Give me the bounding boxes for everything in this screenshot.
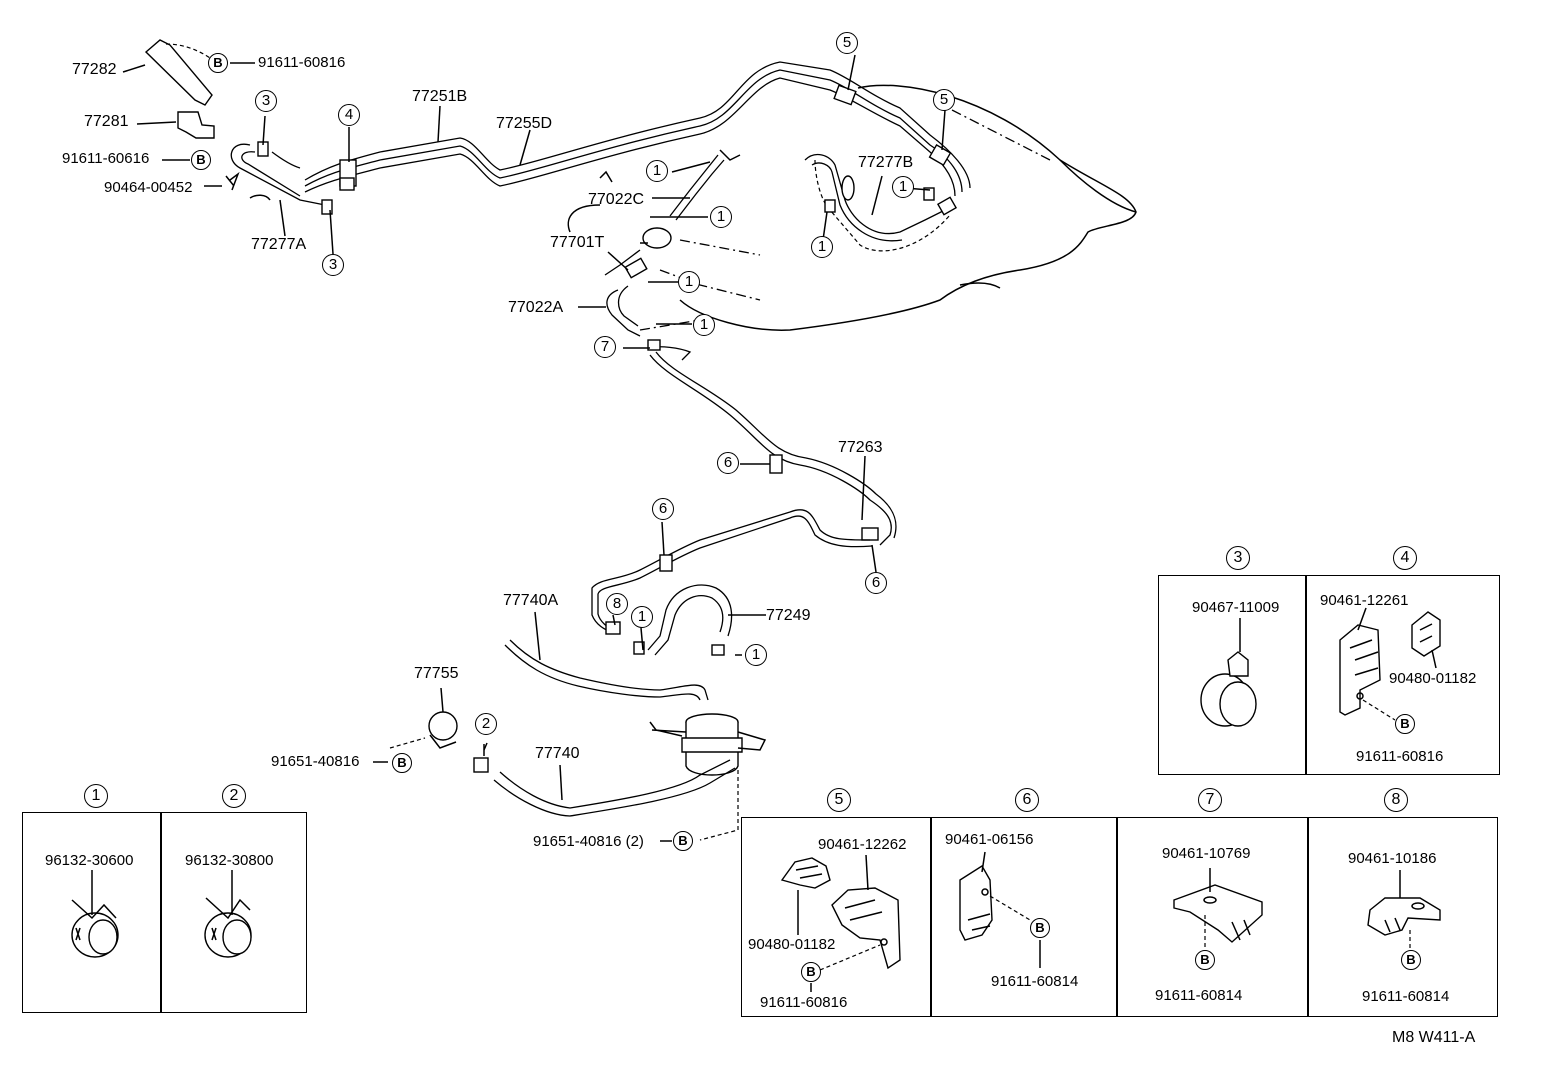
detail-5-bolt: 91611-60816 (760, 994, 848, 1011)
callout-bolt-b: B (191, 150, 211, 170)
label-77022C: 77022C (588, 191, 645, 208)
label-77277A: 77277A (251, 236, 307, 253)
callout-6: 6 (865, 572, 887, 594)
callout-1: 1 (631, 606, 653, 628)
label-91651-40816-2: 91651-40816 (2) (533, 833, 644, 850)
callout-bolt-b: B (1195, 950, 1215, 970)
detail-2-part: 96132-30800 (185, 852, 274, 869)
detail-7-part: 90461-10769 (1162, 845, 1251, 862)
label-91651-40816: 91651-40816 (271, 753, 360, 770)
label-77255D: 77255D (496, 115, 553, 132)
callout-bolt-b: B (1395, 714, 1415, 734)
label-77277B: 77277B (858, 154, 914, 171)
detail-4-bolt: 91611-60816 (1356, 748, 1444, 765)
pipe-77263 (649, 354, 892, 546)
label-90464-00452: 90464-00452 (104, 179, 193, 196)
callout-bolt-b: B (392, 753, 412, 773)
fuel-filter-77701T (642, 227, 672, 249)
figure-code: M8 W411-A (1392, 1029, 1476, 1046)
detail-6-number: 6 (1015, 788, 1039, 812)
label-77281: 77281 (84, 113, 129, 130)
label-77740A: 77740A (503, 592, 559, 609)
detail-5-number: 5 (827, 788, 851, 812)
detail-box-2 (160, 812, 307, 1013)
detail-5-part-a: 90461-12262 (818, 836, 907, 853)
callout-4: 4 (338, 104, 360, 126)
label-77022A: 77022A (508, 299, 564, 316)
detail-box-1 (22, 812, 162, 1013)
label-77251B: 77251B (412, 88, 468, 105)
callout-1: 1 (811, 236, 833, 258)
callout-5: 5 (933, 89, 955, 111)
callout-5: 5 (836, 32, 858, 54)
label-77701T: 77701T (550, 234, 605, 251)
callout-1: 1 (693, 314, 715, 336)
callout-1: 1 (892, 176, 914, 198)
detail-8-number: 8 (1384, 788, 1408, 812)
callout-3: 3 (255, 90, 277, 112)
callout-6: 6 (652, 498, 674, 520)
label-77282: 77282 (72, 61, 117, 78)
callout-6: 6 (717, 452, 739, 474)
label-77249: 77249 (766, 607, 811, 624)
detail-5-part-b: 90480-01182 (748, 936, 836, 953)
detail-box-7 (1116, 817, 1309, 1017)
hose-77249 (654, 595, 724, 656)
callout-1: 1 (745, 644, 767, 666)
callout-7: 7 (594, 336, 616, 358)
detail-2-number: 2 (222, 784, 246, 808)
detail-box-4 (1305, 575, 1500, 775)
label-91611-60816-top: 91611-60816 (258, 54, 346, 71)
callout-3: 3 (322, 254, 344, 276)
detail-4-part-b: 90480-01182 (1389, 670, 1477, 687)
detail-4-part-a: 90461-12261 (1320, 592, 1409, 609)
leader-lines (122, 54, 946, 842)
callout-bolt-b: B (673, 831, 693, 851)
detail-6-bolt: 91611-60814 (991, 973, 1079, 990)
label-77755: 77755 (414, 665, 459, 682)
detail-8-part: 90461-10186 (1348, 850, 1437, 867)
detail-4-number: 4 (1393, 546, 1417, 570)
bracket-77282 (144, 39, 213, 106)
callout-bolt-b: B (1401, 950, 1421, 970)
detail-1-number: 1 (84, 784, 108, 808)
detail-box-8 (1307, 817, 1498, 1017)
detail-8-bolt: 91611-60814 (1362, 988, 1450, 1005)
callout-8: 8 (606, 593, 628, 615)
detail-7-number: 7 (1198, 788, 1222, 812)
callout-bolt-b: B (1030, 918, 1050, 938)
callout-2: 2 (475, 713, 497, 735)
detail-6-part: 90461-06156 (945, 831, 1034, 848)
detail-3-part: 90467-11009 (1192, 599, 1280, 616)
pipe-77251B (304, 61, 971, 189)
detail-box-6 (930, 817, 1118, 1017)
detail-7-bolt: 91611-60814 (1155, 987, 1243, 1004)
callout-1: 1 (678, 271, 700, 293)
callout-1: 1 (710, 206, 732, 228)
detail-box-3 (1158, 575, 1307, 775)
label-77740: 77740 (535, 745, 580, 762)
fuel-tank-outline (679, 84, 1137, 331)
callout-bolt-b: B (801, 962, 821, 982)
detail-1-part: 96132-30600 (45, 852, 134, 869)
callout-1: 1 (646, 160, 668, 182)
callout-bolt-b: B (208, 53, 228, 73)
detail-3-number: 3 (1226, 546, 1250, 570)
detail-box-5 (741, 817, 932, 1017)
label-77263: 77263 (838, 439, 883, 456)
label-91611-60616: 91611-60616 (62, 150, 150, 167)
